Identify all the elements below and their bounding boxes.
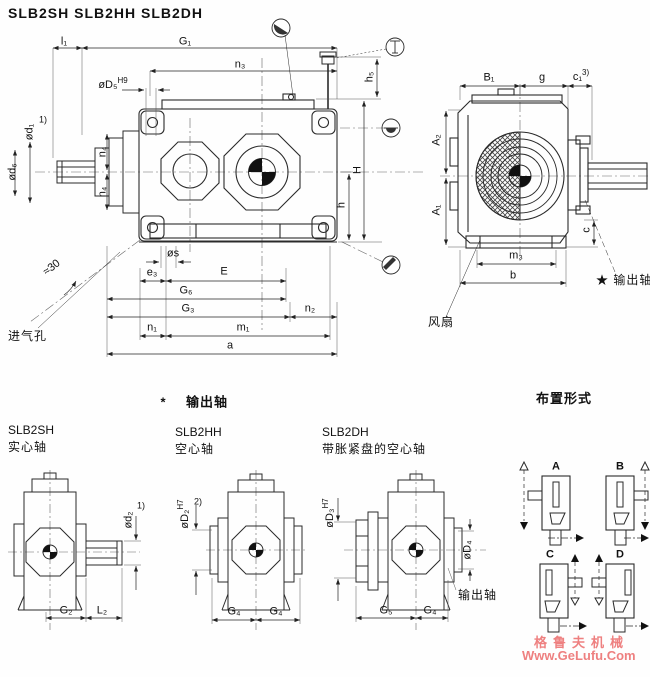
label-output-shaft-small: 输出轴	[458, 588, 498, 602]
dim-s: øs	[166, 247, 180, 260]
dim-c1: c₁3)	[572, 68, 590, 83]
detail-slb2hh	[192, 470, 306, 630]
dim-n3: n₃	[234, 58, 246, 71]
main-extension-lines	[52, 48, 382, 357]
arrangement-b	[605, 460, 650, 546]
dim-G1: G₁	[178, 35, 192, 48]
dim-G3: G₃	[181, 302, 195, 315]
dim-n4-upper: n₄	[96, 146, 109, 158]
dim-D3: øD₃H7	[321, 498, 336, 528]
center-mark	[248, 158, 276, 186]
variant-dh-model: SLB2DH	[322, 425, 369, 439]
end-dimension-lines	[443, 83, 597, 286]
arrangement-d	[591, 554, 649, 633]
variant-dh-desc: 带胀紧盘的空心轴	[322, 442, 427, 456]
arrangement-c	[539, 554, 587, 633]
arrangement-label-b: B	[616, 460, 624, 473]
dim-a: a	[226, 339, 234, 352]
label-air-inlet: 进气孔	[8, 329, 48, 343]
dim-A2: A₂	[430, 134, 443, 146]
dim-G4-right: G₄	[269, 605, 283, 618]
dim-G5: G₅	[379, 604, 393, 617]
arrangement-diagrams	[519, 460, 650, 633]
dim-d2: ød₂	[122, 511, 135, 529]
dim-H: H	[351, 166, 364, 174]
fan	[475, 131, 565, 221]
angle-arc	[63, 280, 77, 296]
dim-d1: ød₁	[23, 123, 36, 141]
dim-D2: øD₂H7	[176, 499, 191, 529]
centerlines	[29, 58, 425, 330]
fan-leader	[445, 239, 481, 318]
dim-G4-dh: G₄	[423, 604, 437, 617]
dim-D2-note: 2)	[193, 496, 203, 507]
variant-hh-desc: 空心轴	[175, 442, 215, 456]
dim-A1: A₁	[430, 204, 443, 216]
housing	[138, 93, 338, 243]
dim-G4-left: G₄	[227, 605, 241, 618]
variant-sh-model: SLB2SH	[8, 423, 55, 437]
dim-c: c	[580, 227, 593, 233]
output-star: *	[160, 394, 166, 410]
dim-n1: n₁	[147, 321, 157, 334]
dim-B1: B₁	[483, 71, 495, 84]
detail-slb2sh	[8, 470, 141, 630]
label-fan: 风扇	[428, 315, 455, 329]
dim-D4: øD₄	[461, 540, 474, 560]
breather-valve	[319, 51, 337, 109]
dim-D5: øD₅H9	[98, 76, 128, 91]
dim-m1: m₁	[236, 321, 250, 334]
dim-d2-note: 1)	[136, 500, 146, 511]
page-title: SLB2SH SLB2HH SLB2DH	[8, 5, 204, 21]
dim-h5: h₅	[363, 71, 376, 83]
dim-b: b	[509, 269, 517, 282]
dim-e3: e₃	[146, 266, 158, 279]
arrangement-label-a: A	[552, 460, 560, 473]
dim-d1-note: 1)	[38, 114, 48, 125]
variant-hh-model: SLB2HH	[175, 425, 222, 439]
dim-n4-lower: n₄	[96, 186, 109, 198]
label-output-shaft-star: ★ 输出轴	[596, 273, 650, 287]
end-centerlines	[440, 84, 650, 262]
variant-sh-desc: 实心轴	[8, 440, 48, 454]
dim-G6: G₆	[179, 284, 193, 297]
dim-l1: l₁	[60, 35, 68, 48]
watermark-url: Www.GeLufu.Com	[522, 648, 636, 663]
lube-symbols	[271, 18, 405, 275]
dim-g: g	[538, 71, 546, 84]
output-heading: 输出轴	[185, 394, 229, 410]
air-inlet-leader	[37, 251, 121, 329]
dim-E: E	[220, 265, 228, 278]
end-view	[440, 83, 650, 318]
arrangement-label-d: D	[616, 548, 624, 561]
dim-G2: G₂	[59, 604, 73, 617]
dim-n2: n₂	[304, 302, 316, 315]
dim-d6: ød₆	[6, 163, 19, 181]
main-dimension-lines	[12, 45, 380, 357]
end-housing	[449, 88, 648, 249]
output-shaft-leader	[584, 199, 616, 273]
dim-L2: L₂	[96, 604, 108, 617]
arrangement-a	[519, 460, 584, 546]
watermark-brand: 格鲁夫机械	[534, 635, 630, 650]
main-side-view	[12, 18, 425, 357]
arrangement-heading: 布置形式	[536, 391, 593, 406]
dim-m3: m₃	[509, 249, 523, 262]
input-shaft	[56, 130, 140, 214]
dim-h: h	[335, 201, 348, 209]
arrangement-label-c: C	[546, 548, 554, 561]
detail-slb2dh	[334, 470, 486, 630]
